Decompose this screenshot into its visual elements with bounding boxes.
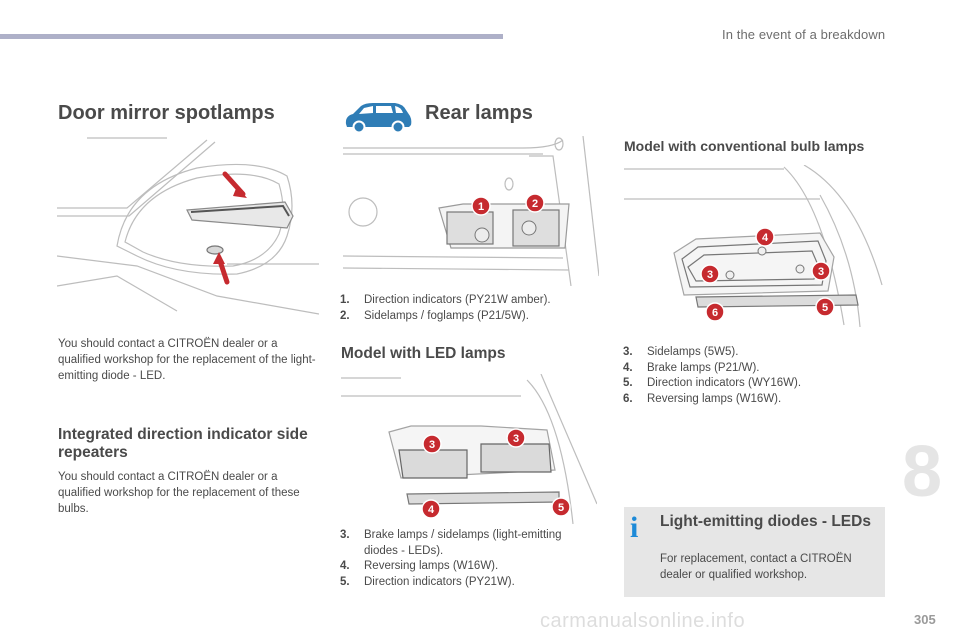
led-lamp-badge: 3: [422, 434, 442, 454]
watermark: carmanualsonline.info: [540, 610, 746, 632]
list-item: 3.Sidelamps (5W5).: [623, 346, 739, 358]
door-mirror-title: Door mirror spotlamps: [58, 102, 275, 124]
led-lamp-badge: 3: [506, 428, 526, 448]
svg-text:6: 6: [712, 307, 718, 319]
chapter-number: 8: [902, 432, 943, 512]
svg-text:1: 1: [478, 201, 484, 213]
led-lamps-list: 3.Brake lamps / sidelamps (light-emittin…: [340, 528, 590, 590]
rear-lamp-badge: 1: [471, 196, 491, 216]
info-title: Light-emitting diodes - LEDs: [660, 513, 871, 530]
side-repeaters-text: You should contact a CITROËN dealer or a…: [58, 471, 300, 515]
section-title: In the event of a breakdown: [722, 27, 886, 42]
conventional-badge: 5: [815, 297, 835, 317]
list-item: 1.Direction indicators (PY21W amber).: [340, 294, 551, 306]
list-item: 4.Reversing lamps (W16W).: [340, 560, 499, 572]
list-item: 5.Direction indicators (PY21W).: [340, 575, 515, 588]
svg-text:2: 2: [532, 198, 538, 210]
rear-lamps-list: 1.Direction indicators (PY21W amber). 2.…: [340, 293, 590, 324]
conventional-illustration: 4 3 3 6 5: [624, 165, 886, 327]
conventional-title: Model with conventional bulb lamps: [624, 138, 865, 154]
info-box: i Light-emitting diodes - LEDs For repla…: [624, 507, 885, 597]
conventional-badge: 4: [755, 227, 775, 247]
header-bar: [0, 34, 503, 39]
list-item: 3.Brake lamps / sidelamps (light-emittin…: [340, 529, 562, 557]
door-mirror-illustration: [57, 136, 319, 316]
led-lamps-illustration: 3 3 4 5: [341, 374, 597, 524]
conventional-badge: 3: [811, 261, 831, 281]
svg-text:5: 5: [558, 502, 564, 514]
list-item: 5.Direction indicators (WY16W).: [623, 377, 802, 389]
page-number: 305: [914, 612, 936, 627]
conventional-badge: 6: [705, 302, 725, 322]
svg-text:3: 3: [513, 433, 519, 445]
led-lamp-badge: 4: [421, 499, 441, 519]
info-icon: i: [630, 511, 639, 544]
rear-lamp-badge: 2: [525, 193, 545, 213]
led-lamp-badge: 5: [551, 497, 571, 517]
info-text: For replacement, contact a CITROËN deale…: [660, 553, 852, 581]
rear-lamps-illustration: 1 2: [343, 136, 599, 286]
conventional-list: 3.Sidelamps (5W5). 4.Brake lamps (P21/W)…: [623, 345, 873, 407]
svg-text:5: 5: [822, 302, 828, 314]
conventional-badge: 3: [700, 264, 720, 284]
svg-text:4: 4: [428, 504, 435, 516]
led-lamps-title: Model with LED lamps: [341, 345, 506, 362]
svg-text:3: 3: [818, 266, 824, 278]
side-repeaters-title: Integrated direction indicator side repe…: [58, 426, 308, 461]
list-item: 6.Reversing lamps (W16W).: [623, 392, 782, 405]
svg-text:3: 3: [707, 269, 713, 281]
list-item: 2.Sidelamps / foglamps (P21/5W).: [340, 309, 529, 322]
list-item: 4.Brake lamps (P21/W).: [623, 361, 760, 374]
door-mirror-text: You should contact a CITROËN dealer or a…: [58, 338, 316, 382]
svg-text:3: 3: [429, 439, 435, 451]
car-icon: [345, 103, 412, 134]
svg-text:4: 4: [762, 232, 769, 244]
rear-lamps-title: Rear lamps: [425, 102, 533, 124]
